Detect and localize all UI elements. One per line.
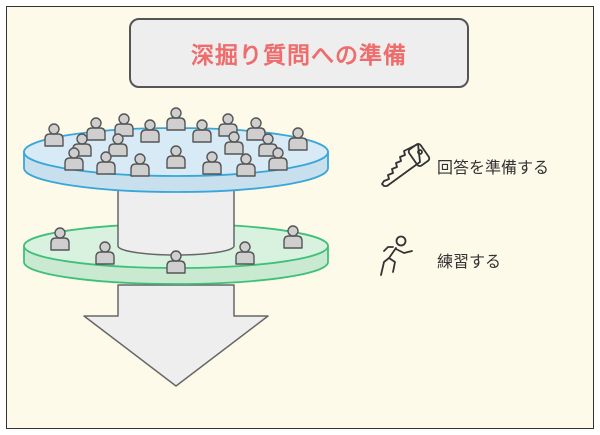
down-arrow xyxy=(83,284,269,387)
exercise-person-icon xyxy=(380,235,413,276)
page-title: 深掘り質問への準備 xyxy=(129,18,469,88)
saw-icon xyxy=(381,143,431,187)
layer-label-prepare-answers: 回答を準備する xyxy=(437,158,550,177)
layer-label-practice: 練習する xyxy=(437,252,502,271)
